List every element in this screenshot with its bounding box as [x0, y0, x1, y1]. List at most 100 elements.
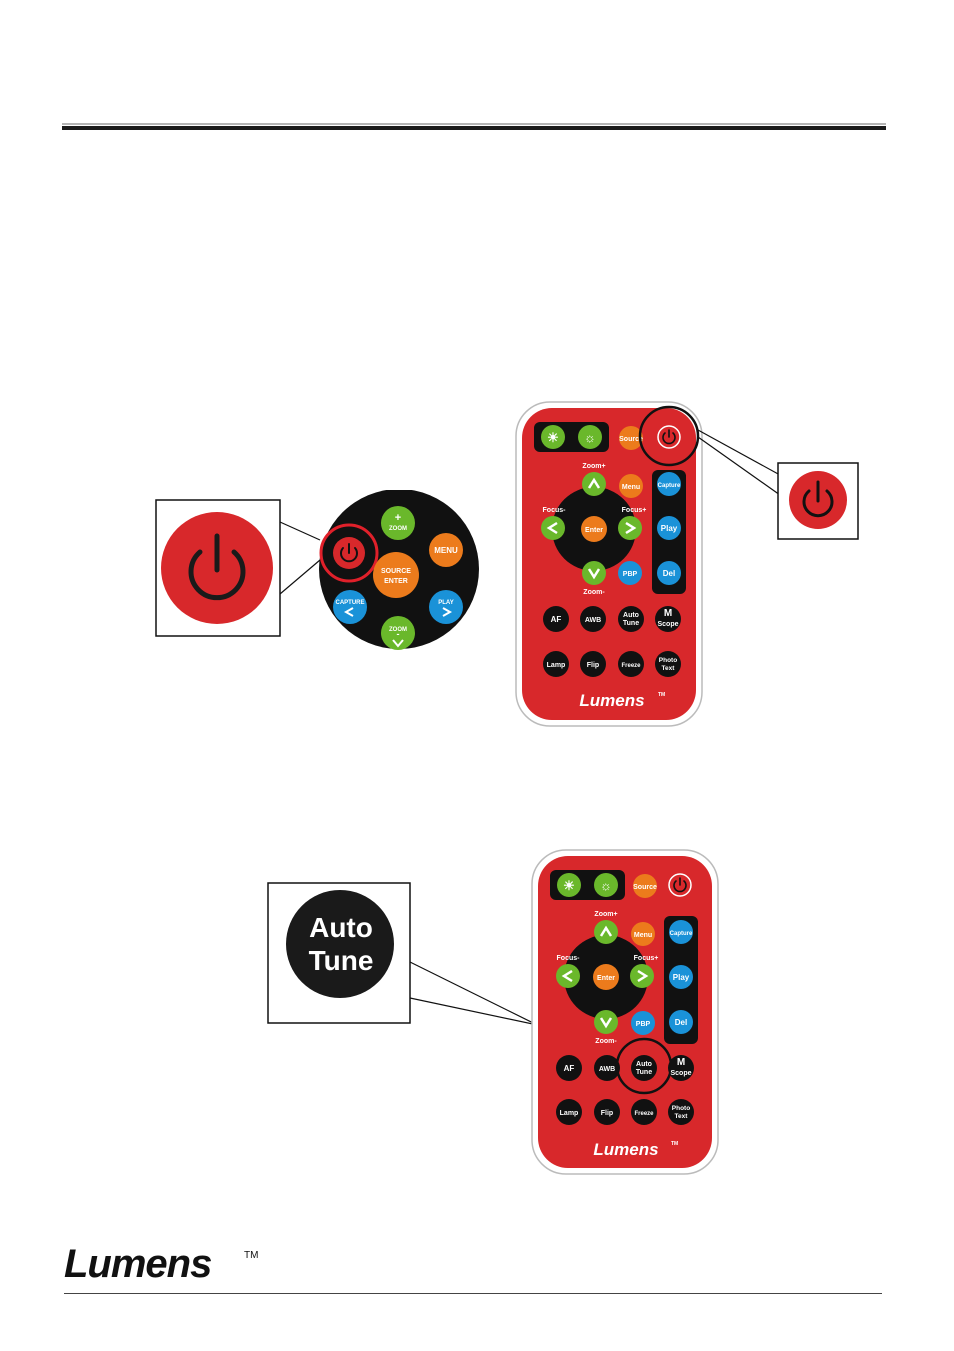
svg-text:Auto: Auto [636, 1061, 652, 1068]
svg-text:Auto: Auto [309, 912, 373, 943]
capture-button[interactable] [657, 472, 681, 496]
focus-plus-button[interactable] [630, 964, 654, 988]
svg-text:Lamp: Lamp [547, 662, 566, 669]
freeze-button[interactable] [631, 1099, 657, 1125]
svg-text:Focus+: Focus+ [634, 955, 659, 962]
auto-tune-callout-button [286, 890, 394, 998]
svg-text:Freeze: Freeze [634, 1111, 654, 1117]
awb-button[interactable] [580, 606, 606, 632]
sun-icon: ☼ [600, 878, 612, 893]
right-arrow-icon [625, 521, 637, 535]
right-arrow-icon [637, 969, 649, 983]
m-scope-button[interactable] [668, 1055, 694, 1081]
del-button[interactable] [669, 1010, 693, 1034]
remote-brand: Lumens [579, 691, 644, 710]
svg-text:Enter: Enter [585, 527, 603, 534]
svg-text:Capture: Capture [658, 483, 681, 489]
svg-text:Focus+: Focus+ [622, 507, 647, 514]
panel-source-enter-button[interactable] [373, 552, 419, 598]
awb-button[interactable] [594, 1055, 620, 1081]
left-arrow-icon [546, 521, 558, 535]
svg-text:Flip: Flip [601, 1110, 613, 1117]
photo-text-button[interactable] [668, 1099, 694, 1125]
svg-text:Text: Text [675, 1113, 689, 1120]
zoom-out-button[interactable] [582, 561, 606, 585]
zoom-in-button[interactable] [582, 472, 606, 496]
brightness-up-button[interactable] [594, 873, 618, 897]
svg-text:MENU: MENU [434, 546, 458, 555]
svg-text:Photo: Photo [659, 657, 677, 664]
af-button[interactable] [543, 606, 569, 632]
svg-text:Capture: Capture [670, 931, 693, 937]
play-button[interactable] [657, 516, 681, 540]
svg-text:Del: Del [675, 1018, 687, 1027]
lamp-button[interactable] [543, 651, 569, 677]
del-button[interactable] [657, 561, 681, 585]
flip-button[interactable] [580, 651, 606, 677]
svg-text:Tune: Tune [309, 945, 374, 976]
highlight-ring [638, 405, 700, 467]
brightness-up-button[interactable] [578, 425, 602, 449]
svg-text:Play: Play [661, 524, 678, 533]
panel-capture-button[interactable] [333, 590, 367, 624]
panel-menu-button[interactable] [429, 533, 463, 567]
footer-trademark: TM [244, 1250, 259, 1261]
power-callout-right [697, 429, 859, 540]
pbp-button[interactable] [631, 1011, 655, 1035]
source-button[interactable] [619, 426, 643, 450]
svg-text:Auto: Auto [623, 612, 639, 619]
lamp-button[interactable] [556, 1099, 582, 1125]
zoom-in-button[interactable] [594, 920, 618, 944]
remote-control-1: ☀ ☼ Source Capture Play Del Zoom+ Zoom- … [515, 401, 703, 727]
footer-logo: Lumens [64, 1242, 212, 1286]
menu-button[interactable] [619, 474, 643, 498]
remote-brand: Lumens [593, 1140, 658, 1159]
highlight-ring [319, 523, 379, 583]
svg-text:ZOOM: ZOOM [389, 526, 407, 532]
photo-text-button[interactable] [655, 651, 681, 677]
focus-minus-button[interactable] [541, 516, 565, 540]
auto-tune-button[interactable] [618, 606, 644, 632]
enter-button[interactable] [593, 964, 619, 990]
zoom-out-button[interactable] [594, 1010, 618, 1034]
up-arrow-icon [599, 925, 613, 937]
svg-text:PLAY: PLAY [438, 600, 453, 606]
sun-icon: ☀ [563, 878, 575, 893]
header-rule [62, 123, 886, 130]
power-icon [802, 480, 834, 518]
down-arrow-icon [599, 1017, 613, 1029]
pbp-button[interactable] [618, 561, 642, 585]
play-button[interactable] [669, 965, 693, 989]
brightness-down-button[interactable] [557, 873, 581, 897]
freeze-button[interactable] [618, 651, 644, 677]
focus-plus-button[interactable] [618, 516, 642, 540]
power-icon [662, 429, 676, 445]
panel-zoom-in-button[interactable] [381, 506, 415, 540]
m-scope-button[interactable] [655, 606, 681, 632]
svg-text:TM: TM [658, 692, 665, 698]
svg-text:CAPTURE: CAPTURE [335, 600, 364, 606]
af-button[interactable] [556, 1055, 582, 1081]
panel-play-button[interactable] [429, 590, 463, 624]
svg-text:ZOOM: ZOOM [389, 627, 407, 633]
svg-text:Lamp: Lamp [560, 1110, 579, 1117]
capture-button[interactable] [669, 920, 693, 944]
panel-zoom-out-button[interactable] [381, 616, 415, 650]
svg-text:PBP: PBP [636, 1021, 651, 1028]
svg-text:Source: Source [633, 884, 657, 891]
flip-button[interactable] [594, 1099, 620, 1125]
auto-tune-button[interactable] [631, 1055, 657, 1081]
svg-text:TM: TM [671, 1141, 678, 1147]
svg-text:Enter: Enter [597, 975, 615, 982]
brightness-down-button[interactable] [541, 425, 565, 449]
down-arrow-icon [392, 639, 404, 648]
menu-button[interactable] [631, 922, 655, 946]
svg-text:Play: Play [673, 973, 690, 982]
source-button[interactable] [633, 874, 657, 898]
power-icon [673, 877, 687, 893]
svg-text:Source: Source [619, 436, 643, 443]
svg-text:Freeze: Freeze [621, 663, 641, 669]
focus-minus-button[interactable] [556, 964, 580, 988]
sun-icon: ☀ [547, 430, 559, 445]
enter-button[interactable] [581, 516, 607, 542]
